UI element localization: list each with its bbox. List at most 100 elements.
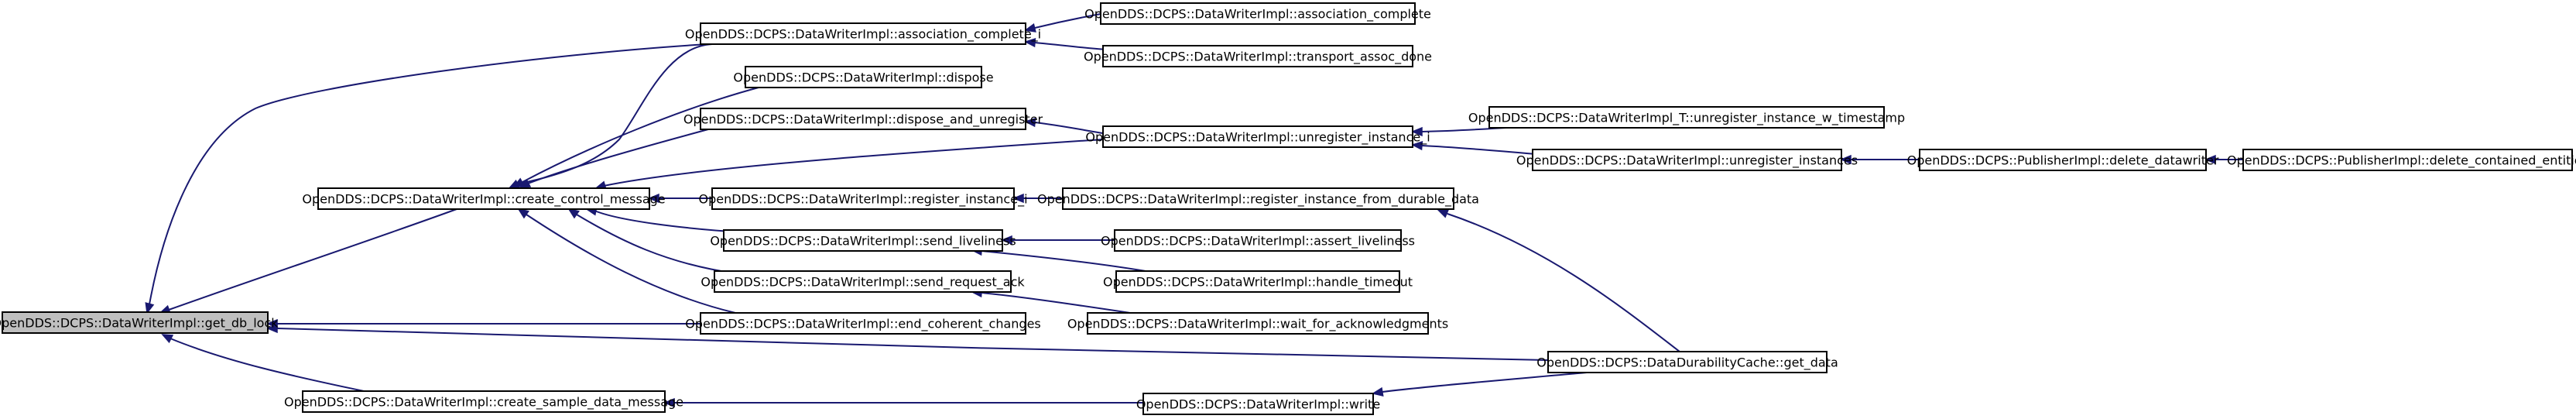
node-box bbox=[1100, 2, 1416, 25]
node-register-instance-from-durable-data[interactable]: OpenDDS::DCPS::DataWriterImpl::register_… bbox=[1037, 187, 1479, 210]
call-edge-unregister_instance_i-to-dispose_and_unregister bbox=[1034, 122, 1104, 134]
node-label: OpenDDS::DCPS::DataWriterImpl::unregiste… bbox=[1516, 153, 1858, 169]
call-edge-dispose_and_unregister-to-create_control_message bbox=[527, 129, 709, 184]
node-dispose[interactable]: OpenDDS::DCPS::DataWriterImpl::dispose bbox=[733, 66, 994, 88]
node-label: OpenDDS::DCPS::DataWriterImpl::dispose bbox=[733, 70, 993, 85]
node-box bbox=[1547, 351, 1828, 373]
call-edge-get_data-to-register_instance_from_durable_data bbox=[1447, 213, 1680, 352]
node-label: OpenDDS::DCPS::DataWriterImpl::create_sa… bbox=[284, 395, 683, 410]
node-unregister-instance-i[interactable]: OpenDDS::DCPS::DataWriterImpl::unregiste… bbox=[1085, 125, 1430, 148]
call-edge-handle_timeout-to-send_liveliness bbox=[981, 250, 1146, 272]
node-label: OpenDDS::DCPS::DataWriterImpl::end_coher… bbox=[685, 317, 1041, 332]
node-handle-timeout[interactable]: OpenDDS::DCPS::DataWriterImpl::handle_ti… bbox=[1103, 270, 1413, 293]
node-label: OpenDDS::DCPS::DataWriterImpl::send_requ… bbox=[701, 275, 1025, 290]
node-label: OpenDDS::DCPS::DataWriterImpl::handle_ti… bbox=[1103, 275, 1413, 290]
call-edge-transport_assoc_done-to-association_complete_i bbox=[1034, 42, 1108, 50]
node-association-complete-i[interactable]: OpenDDS::DCPS::DataWriterImpl::associati… bbox=[685, 22, 1041, 45]
node-label: OpenDDS::DCPS::DataWriterImpl::assert_li… bbox=[1101, 234, 1415, 249]
node-label: OpenDDS::DCPS::DataWriterImpl::create_co… bbox=[302, 192, 665, 208]
call-edge-send_liveliness-to-create_control_message bbox=[594, 210, 744, 233]
node-label: OpenDDS::DCPS::DataWriterImpl::transport… bbox=[1084, 50, 1432, 65]
node-label: OpenDDS::DCPS::DataDurabilityCache::get_… bbox=[1536, 355, 1838, 371]
call-graph-edges bbox=[145, 13, 2243, 408]
arrowhead-icon bbox=[567, 208, 580, 219]
arrowhead-icon bbox=[648, 193, 659, 204]
node-label: OpenDDS::DCPS::DataWriterImpl::write bbox=[1136, 397, 1380, 412]
node-box bbox=[302, 390, 666, 413]
call-edge-get_data-to-write bbox=[1382, 372, 1588, 393]
node-send-liveliness[interactable]: OpenDDS::DCPS::DataWriterImpl::send_live… bbox=[710, 229, 1016, 252]
node-label: OpenDDS::DCPS::DataWriterImpl::send_live… bbox=[710, 234, 1016, 249]
node-label: OpenDDS::DCPS::DataWriterImpl::wait_for_… bbox=[1067, 317, 1448, 332]
arrowhead-icon bbox=[1411, 126, 1423, 137]
node-label: OpenDDS::DCPS::PublisherImpl::delete_con… bbox=[2227, 153, 2576, 169]
node-box bbox=[1532, 149, 1842, 171]
node-box bbox=[1919, 149, 2207, 171]
node-get-data[interactable]: OpenDDS::DCPS::DataDurabilityCache::get_… bbox=[1536, 351, 1838, 373]
node-box bbox=[1488, 106, 1885, 129]
arrowhead-icon bbox=[161, 334, 174, 344]
arrowhead-icon bbox=[1372, 386, 1384, 397]
node-transport-assoc-done[interactable]: OpenDDS::DCPS::DataWriterImpl::transport… bbox=[1084, 45, 1432, 67]
arrowhead-icon bbox=[1437, 209, 1450, 218]
call-edge-send_request_ack-to-create_control_message bbox=[576, 214, 736, 274]
node-box bbox=[745, 66, 982, 88]
node-box bbox=[1102, 125, 1413, 148]
node-label: OpenDDS::DCPS::DataWriterImpl::associati… bbox=[685, 27, 1041, 43]
node-end-coherent-changes[interactable]: OpenDDS::DCPS::DataWriterImpl::end_coher… bbox=[685, 312, 1041, 335]
node-unregister-instances[interactable]: OpenDDS::DCPS::DataWriterImpl::unregiste… bbox=[1516, 149, 1858, 171]
node-label: OpenDDS::DCPS::DataWriterImpl::unregiste… bbox=[1085, 130, 1430, 146]
node-label: OpenDDS::DCPS::DataWriterImpl::register_… bbox=[698, 192, 1027, 208]
node-label: OpenDDS::DCPS::DataWriterImpl_T::unregis… bbox=[1468, 111, 1905, 126]
node-box bbox=[2242, 149, 2573, 171]
call-edge-create_control_message-to-get_db_lock bbox=[168, 208, 457, 311]
node-box bbox=[1102, 45, 1413, 67]
node-box bbox=[1114, 229, 1402, 252]
arrowhead-icon bbox=[517, 208, 529, 219]
call-edge-end_coherent_changes-to-create_control_message bbox=[526, 214, 736, 314]
node-send-request-ack[interactable]: OpenDDS::DCPS::DataWriterImpl::send_requ… bbox=[701, 270, 1025, 293]
node-label: OpenDDS::DCPS::DataWriterImpl::associati… bbox=[1084, 7, 1431, 22]
arrowhead-icon bbox=[266, 323, 278, 334]
node-box bbox=[723, 229, 1003, 252]
node-box bbox=[1062, 187, 1454, 210]
node-label: OpenDDS::DCPS::DataWriterImpl::get_db_lo… bbox=[0, 316, 279, 331]
node-wait-for-acknowledgments[interactable]: OpenDDS::DCPS::DataWriterImpl::wait_for_… bbox=[1067, 312, 1448, 335]
node-box bbox=[317, 187, 650, 210]
node-box bbox=[700, 108, 1026, 130]
arrowhead-icon bbox=[1840, 154, 1852, 165]
node-box bbox=[1087, 312, 1429, 335]
node-delete-contained-entities[interactable]: OpenDDS::DCPS::PublisherImpl::delete_con… bbox=[2227, 149, 2576, 171]
arrowhead-icon bbox=[1012, 193, 1024, 204]
node-register-instance-i[interactable]: OpenDDS::DCPS::DataWriterImpl::register_… bbox=[698, 187, 1028, 210]
node-delete-datawriter[interactable]: OpenDDS::DCPS::PublisherImpl::delete_dat… bbox=[1907, 149, 2219, 171]
node-box bbox=[711, 187, 1015, 210]
node-create-sample-data-message[interactable]: OpenDDS::DCPS::DataWriterImpl::create_sa… bbox=[284, 390, 683, 413]
call-edge-association_complete-to-association_complete_i bbox=[1034, 13, 1101, 29]
node-box bbox=[1115, 270, 1400, 293]
node-create-control-message[interactable]: OpenDDS::DCPS::DataWriterImpl::create_co… bbox=[302, 187, 666, 210]
node-get-db-lock[interactable]: OpenDDS::DCPS::DataWriterImpl::get_db_lo… bbox=[0, 311, 279, 334]
node-association-complete[interactable]: OpenDDS::DCPS::DataWriterImpl::associati… bbox=[1084, 2, 1431, 25]
node-dispose-and-unregister[interactable]: OpenDDS::DCPS::DataWriterImpl::dispose_a… bbox=[683, 108, 1043, 130]
node-box bbox=[2, 311, 269, 334]
call-edge-unregister_instance_i-to-create_control_message bbox=[603, 139, 1104, 187]
node-label: OpenDDS::DCPS::PublisherImpl::delete_dat… bbox=[1907, 153, 2219, 169]
call-edge-association_complete_i-to-get_db_lock bbox=[149, 43, 709, 305]
node-box bbox=[714, 270, 1012, 293]
call-edge-wait_for_acknowledgments-to-send_request_ack bbox=[981, 292, 1131, 314]
arrowhead-icon bbox=[1001, 235, 1012, 246]
node-unregister-instance-w-timestamp[interactable]: OpenDDS::DCPS::DataWriterImpl_T::unregis… bbox=[1468, 106, 1905, 129]
call-edge-unregister_instances-to-unregister_instance_i bbox=[1421, 145, 1537, 155]
call-edge-dispose-to-create_control_message bbox=[522, 87, 759, 183]
arrowhead-icon bbox=[2204, 154, 2216, 165]
node-write[interactable]: OpenDDS::DCPS::DataWriterImpl::write bbox=[1136, 393, 1380, 415]
node-box bbox=[1142, 393, 1374, 415]
node-box bbox=[700, 312, 1026, 335]
node-assert-liveliness[interactable]: OpenDDS::DCPS::DataWriterImpl::assert_li… bbox=[1101, 229, 1415, 252]
call-edge-create_sample_data_message-to-get_db_lock bbox=[170, 338, 365, 392]
node-label: OpenDDS::DCPS::DataWriterImpl::dispose_a… bbox=[683, 112, 1043, 128]
node-box bbox=[700, 22, 1026, 45]
